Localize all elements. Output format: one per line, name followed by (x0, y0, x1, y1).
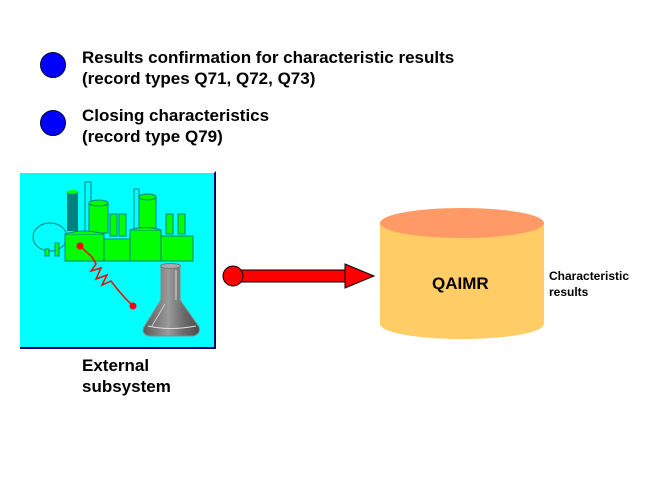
bullet-item-closing-characteristics: Closing characteristics (record type Q79… (82, 105, 269, 147)
signal-icon (76, 242, 137, 310)
flask-icon (142, 263, 200, 337)
side-label-line-1: Characteristic (549, 269, 630, 283)
factory-icon (32, 181, 194, 262)
database-label: QAIMR (432, 274, 489, 293)
bullet-icon (40, 110, 66, 136)
side-label-line-2: results (549, 285, 589, 299)
database-cylinder-icon (380, 208, 544, 339)
bullet-item-results-confirmation: Results confirmation for characteristic … (82, 47, 454, 89)
data-flow-arrow (222, 263, 376, 289)
characteristic-results-label: Characteristic results (549, 268, 629, 300)
bullet-line-1: Results confirmation for characteristic … (82, 48, 455, 67)
subsystem-line-2: subsystem (82, 377, 171, 396)
external-subsystem-label: External subsystem (82, 355, 171, 397)
bullet-line-2: (record type Q79) (82, 127, 223, 146)
bullet-line-2: (record types Q71, Q72, Q73) (82, 69, 316, 88)
subsystem-line-1: External (82, 356, 150, 375)
bullet-line-1: Closing characteristics (82, 106, 270, 125)
bullet-icon (40, 52, 66, 78)
